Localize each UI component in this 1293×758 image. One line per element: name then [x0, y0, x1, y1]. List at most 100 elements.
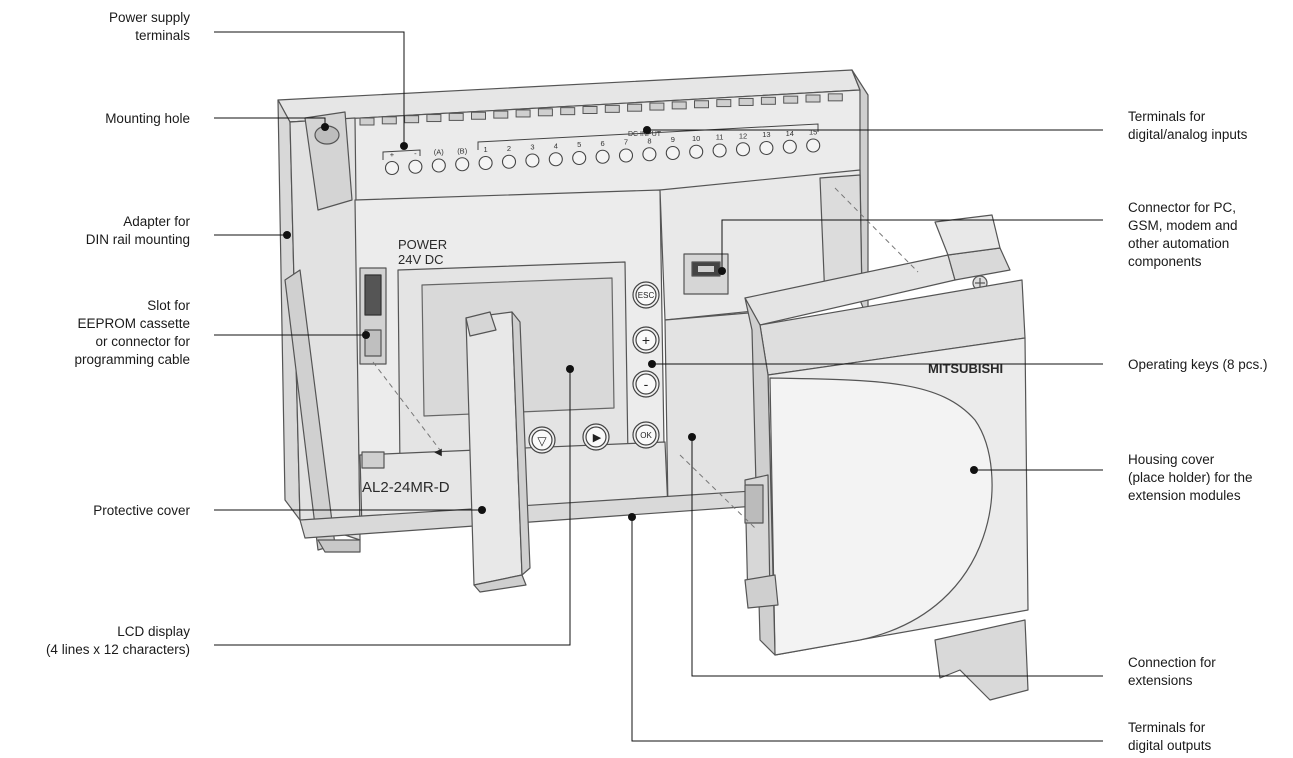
terminal-screw — [735, 142, 751, 157]
screw-window — [627, 103, 643, 112]
svg-text:OK: OK — [640, 431, 652, 440]
callout-power-supply: Power supply terminals — [109, 10, 190, 43]
svg-text:ESC: ESC — [638, 291, 655, 300]
screw-window — [560, 107, 576, 116]
extension-module — [744, 214, 1029, 701]
callout-mounting-hole: Mounting hole — [105, 111, 190, 126]
input-header: DC INPUT — [628, 131, 662, 138]
callout-pc-connector: Connector for PC, GSM, modem and other a… — [1128, 200, 1238, 269]
terminal-label: 5 — [577, 140, 581, 149]
ok-key[interactable]: OK — [632, 421, 660, 449]
svg-text:Terminals for: Terminals for — [1128, 720, 1206, 735]
svg-text:terminals: terminals — [135, 28, 190, 43]
svg-text:Mounting hole: Mounting hole — [105, 111, 190, 126]
screw-window — [426, 114, 442, 123]
screw-window — [448, 112, 464, 121]
svg-text:DIN rail mounting: DIN rail mounting — [86, 232, 190, 247]
screw-window — [827, 93, 843, 102]
model-label: AL2-24MR-D — [362, 479, 450, 496]
svg-text:(place holder) for the: (place holder) for the — [1128, 470, 1253, 485]
svg-text:-: - — [644, 376, 649, 392]
svg-text:components: components — [1128, 254, 1202, 269]
plus-key[interactable]: + — [632, 326, 660, 354]
operating-keys: ESC + - OK ▽ ▶ — [528, 281, 660, 454]
terminal-label: 3 — [530, 143, 534, 152]
terminal-screw — [782, 139, 797, 154]
svg-text:Housing cover: Housing cover — [1128, 452, 1215, 467]
callout-housing-cover: Housing cover (place holder) for the ext… — [1128, 452, 1253, 503]
svg-text:Operating keys (8 pcs.): Operating keys (8 pcs.) — [1128, 357, 1268, 372]
svg-text:Terminals for: Terminals for — [1128, 109, 1206, 124]
terminal-label: 15 — [809, 128, 817, 137]
callout-terminals-inputs: Terminals for digital/analog inputs — [1128, 109, 1248, 142]
svg-text:Protective cover: Protective cover — [93, 503, 190, 518]
svg-text:LCD display: LCD display — [117, 624, 190, 639]
screw-window — [359, 117, 375, 126]
svg-text:EEPROM cassette: EEPROM cassette — [77, 316, 190, 331]
screw-window — [381, 116, 397, 125]
terminal-screw — [548, 152, 563, 167]
terminal-label: 4 — [554, 141, 558, 150]
terminal-screw — [501, 154, 517, 169]
leader-dots — [283, 123, 978, 521]
svg-text:Power supply: Power supply — [109, 10, 190, 25]
svg-text:or connector for: or connector for — [95, 334, 190, 349]
svg-text:▽: ▽ — [537, 434, 547, 448]
svg-text:Connection for: Connection for — [1128, 655, 1216, 670]
terminal-screw — [431, 158, 446, 173]
terminal-label: - — [414, 149, 417, 158]
screw-window — [537, 108, 553, 117]
terminal-screw — [595, 149, 610, 164]
terminal-label: (A) — [434, 148, 445, 157]
terminal-screw — [478, 155, 493, 171]
svg-text:digital outputs: digital outputs — [1128, 738, 1212, 753]
callout-operating-keys: Operating keys (8 pcs.) — [1128, 357, 1268, 372]
terminal-screw — [618, 148, 634, 163]
terminal-screw — [689, 144, 704, 159]
brand-label: MITSUBISHI — [928, 361, 1003, 376]
protective-cover — [465, 311, 531, 593]
screw-window — [471, 111, 486, 120]
terminal-screw — [759, 140, 774, 156]
minus-key[interactable]: - — [632, 370, 660, 398]
screw-window — [515, 109, 531, 118]
svg-text:Connector for PC,: Connector for PC, — [1128, 200, 1236, 215]
screw-window — [738, 97, 754, 106]
right-key[interactable]: ▶ — [582, 423, 610, 451]
screw-window — [493, 110, 509, 119]
terminal-label: 9 — [671, 135, 675, 144]
callout-protective-cover: Protective cover — [93, 503, 190, 518]
terminal-label: 8 — [647, 136, 651, 145]
callout-din-adapter: Adapter for DIN rail mounting — [86, 214, 191, 247]
terminal-screw — [665, 145, 680, 161]
svg-text:digital/analog inputs: digital/analog inputs — [1128, 127, 1248, 142]
esc-key[interactable]: ESC — [632, 281, 660, 309]
screw-window — [649, 102, 665, 111]
screw-window — [604, 104, 620, 113]
callout-extension-connection: Connection for extensions — [1128, 655, 1216, 688]
svg-text:▶: ▶ — [593, 432, 602, 444]
svg-text:extension modules: extension modules — [1128, 488, 1241, 503]
down-key[interactable]: ▽ — [528, 426, 556, 454]
terminal-label: 10 — [692, 134, 700, 143]
svg-text:programming cable: programming cable — [74, 352, 190, 367]
terminal-screw — [806, 138, 821, 153]
screw-window — [760, 96, 776, 105]
terminal-screw — [408, 159, 423, 174]
terminal-label: 7 — [624, 138, 628, 147]
terminal-label: 14 — [786, 129, 794, 138]
terminal-label: 2 — [507, 144, 511, 153]
screw-window — [671, 101, 687, 110]
screw-window — [805, 94, 821, 103]
terminal-label: + — [390, 150, 395, 159]
left-arrow-icon: ◀ — [434, 447, 442, 458]
screw-window — [582, 106, 598, 114]
svg-text:other automation: other automation — [1128, 236, 1229, 251]
terminal-label: 6 — [601, 139, 605, 148]
svg-text:Slot for: Slot for — [147, 298, 190, 313]
svg-text:(4 lines x 12 characters): (4 lines x 12 characters) — [46, 642, 190, 657]
terminal-screw — [712, 143, 727, 158]
terminal-screw — [572, 150, 587, 166]
